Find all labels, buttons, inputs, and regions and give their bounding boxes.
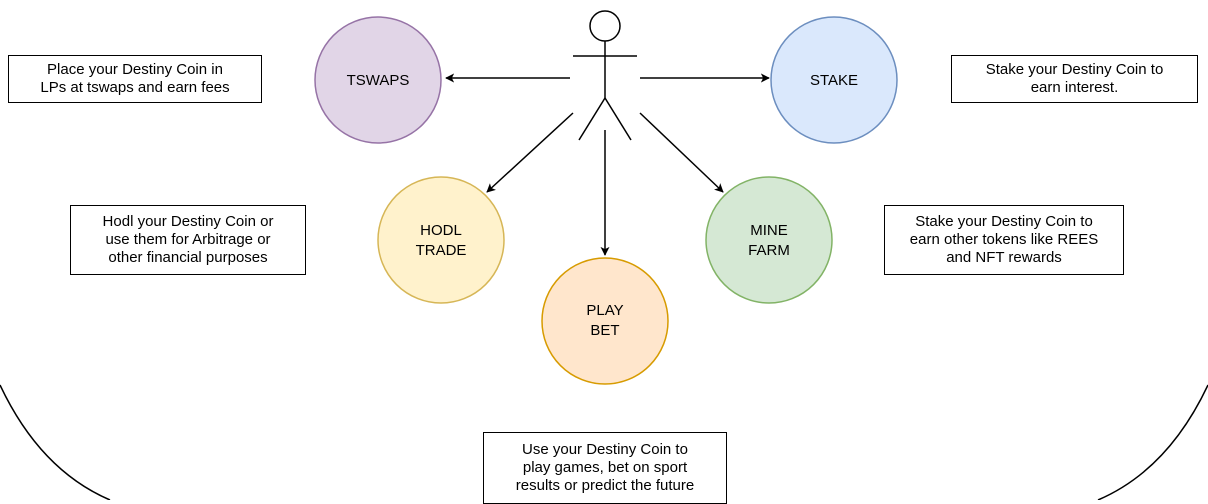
node-hodl-trade: HODL TRADE [377, 176, 505, 304]
arrow-to-mine-farm [639, 112, 724, 193]
note-hodl-trade-line3: other financial purposes [108, 249, 268, 266]
node-tswaps-label: TSWAPS [347, 72, 410, 89]
node-tswaps: TSWAPS [314, 16, 442, 144]
boundary-arc [0, 384, 1208, 500]
note-tswaps-line2: LPs at tswaps and earn fees [40, 79, 230, 96]
node-mine-farm: MINE FARM [705, 176, 833, 304]
note-hodl-trade-line2: use them for Arbitrage or [105, 231, 271, 248]
node-hodl-label: HODL [420, 222, 462, 239]
note-mine-farm-line1: Stake your Destiny Coin to [915, 213, 1093, 230]
note-play-bet: Use your Destiny Coin to play games, bet… [483, 432, 727, 504]
note-hodl-trade: Hodl your Destiny Coin or use them for A… [70, 205, 306, 275]
note-tswaps: Place your Destiny Coin in LPs at tswaps… [8, 55, 262, 103]
node-play-label: PLAY [586, 302, 623, 319]
note-mine-farm-line2: earn other tokens like REES [909, 231, 1099, 248]
note-mine-farm-line3: and NFT rewards [946, 249, 1062, 266]
node-bet-label: BET [590, 322, 619, 339]
note-play-bet-line3: results or predict the future [515, 477, 695, 494]
note-mine-farm: Stake your Destiny Coin to earn other to… [884, 205, 1124, 275]
user-actor-icon [573, 10, 637, 141]
note-hodl-trade-line1: Hodl your Destiny Coin or [102, 213, 274, 230]
note-stake-line1: Stake your Destiny Coin to [985, 61, 1164, 78]
arrow-to-hodl-trade [486, 112, 574, 193]
node-farm-label: FARM [748, 242, 790, 259]
node-stake-label: STAKE [810, 72, 858, 89]
note-tswaps-line1: Place your Destiny Coin in [47, 61, 223, 78]
node-trade-label: TRADE [416, 242, 467, 259]
node-mine-label: MINE [750, 222, 788, 239]
note-play-bet-line2: play games, bet on sport [522, 459, 688, 476]
node-stake: STAKE [770, 16, 898, 144]
note-stake: Stake your Destiny Coin to earn interest… [951, 55, 1198, 103]
note-play-bet-line1: Use your Destiny Coin to [522, 441, 688, 458]
node-play-bet: PLAY BET [541, 257, 669, 385]
note-stake-line2: earn interest. [1030, 79, 1119, 96]
